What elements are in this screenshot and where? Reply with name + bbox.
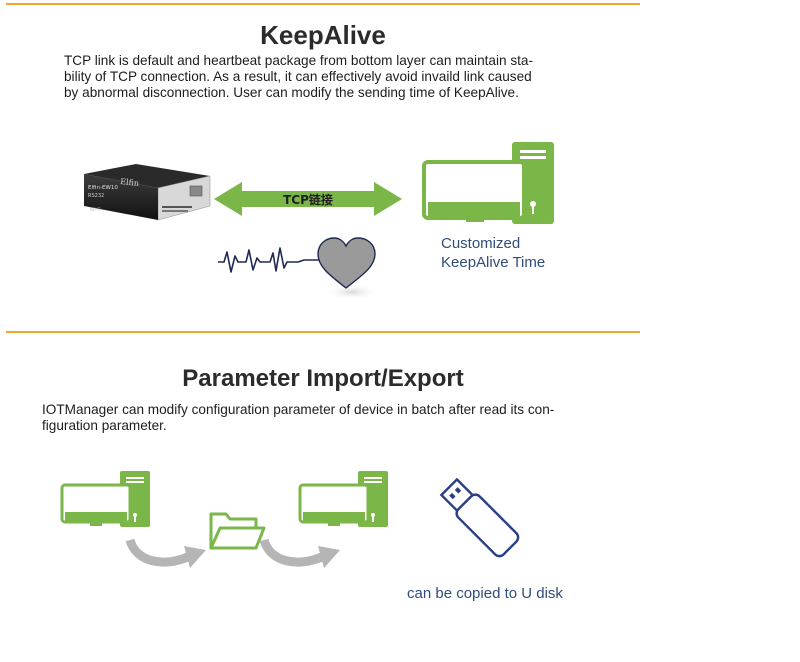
- import-export-title: Parameter Import/Export: [182, 365, 464, 392]
- elfin-device-image: Elfin Elfin-EW10 RS232 Wi-Fi: [84, 164, 211, 221]
- import-export-description-line-2: figuration parameter.: [42, 418, 167, 433]
- keepalive-description-line-1: TCP link is default and heartbeat packag…: [64, 53, 533, 68]
- top-divider: [6, 3, 640, 5]
- device-model-text: Elfin-EW10: [88, 185, 118, 191]
- usb-drive-icon: [439, 477, 520, 558]
- section-divider: [6, 331, 640, 333]
- keepalive-description-line-2: bility of TCP connection. As a result, i…: [64, 69, 532, 84]
- transfer-arrow-2-icon: [259, 538, 340, 568]
- keepalive-title: KeepAlive: [260, 20, 386, 50]
- heartbeat-pulse-icon: [218, 247, 326, 273]
- source-pc-icon: [60, 471, 150, 527]
- target-pc-icon: [298, 471, 388, 527]
- pc-caption-line-2: KeepAlive Time: [441, 254, 546, 271]
- usb-caption: can be copied to U disk: [407, 585, 563, 602]
- device-port-text: RS232: [88, 193, 104, 199]
- keepalive-description-line-3: by abnormal disconnection. User can modi…: [64, 85, 519, 100]
- device-brand-text: Elfin: [120, 177, 140, 188]
- tcp-link-label: TCP链接: [283, 193, 333, 207]
- pc-computer-icon: [422, 142, 554, 224]
- device-wifi-text: Wi-Fi: [90, 207, 101, 213]
- transfer-arrow-1-icon: [125, 538, 206, 568]
- heart-icon: [317, 237, 380, 300]
- tcp-link-arrow: [214, 182, 402, 216]
- folder-icon: [209, 512, 266, 550]
- pc-caption-line-1: Customized: [441, 235, 521, 252]
- import-export-description-line-1: IOTManager can modify configuration para…: [42, 402, 555, 417]
